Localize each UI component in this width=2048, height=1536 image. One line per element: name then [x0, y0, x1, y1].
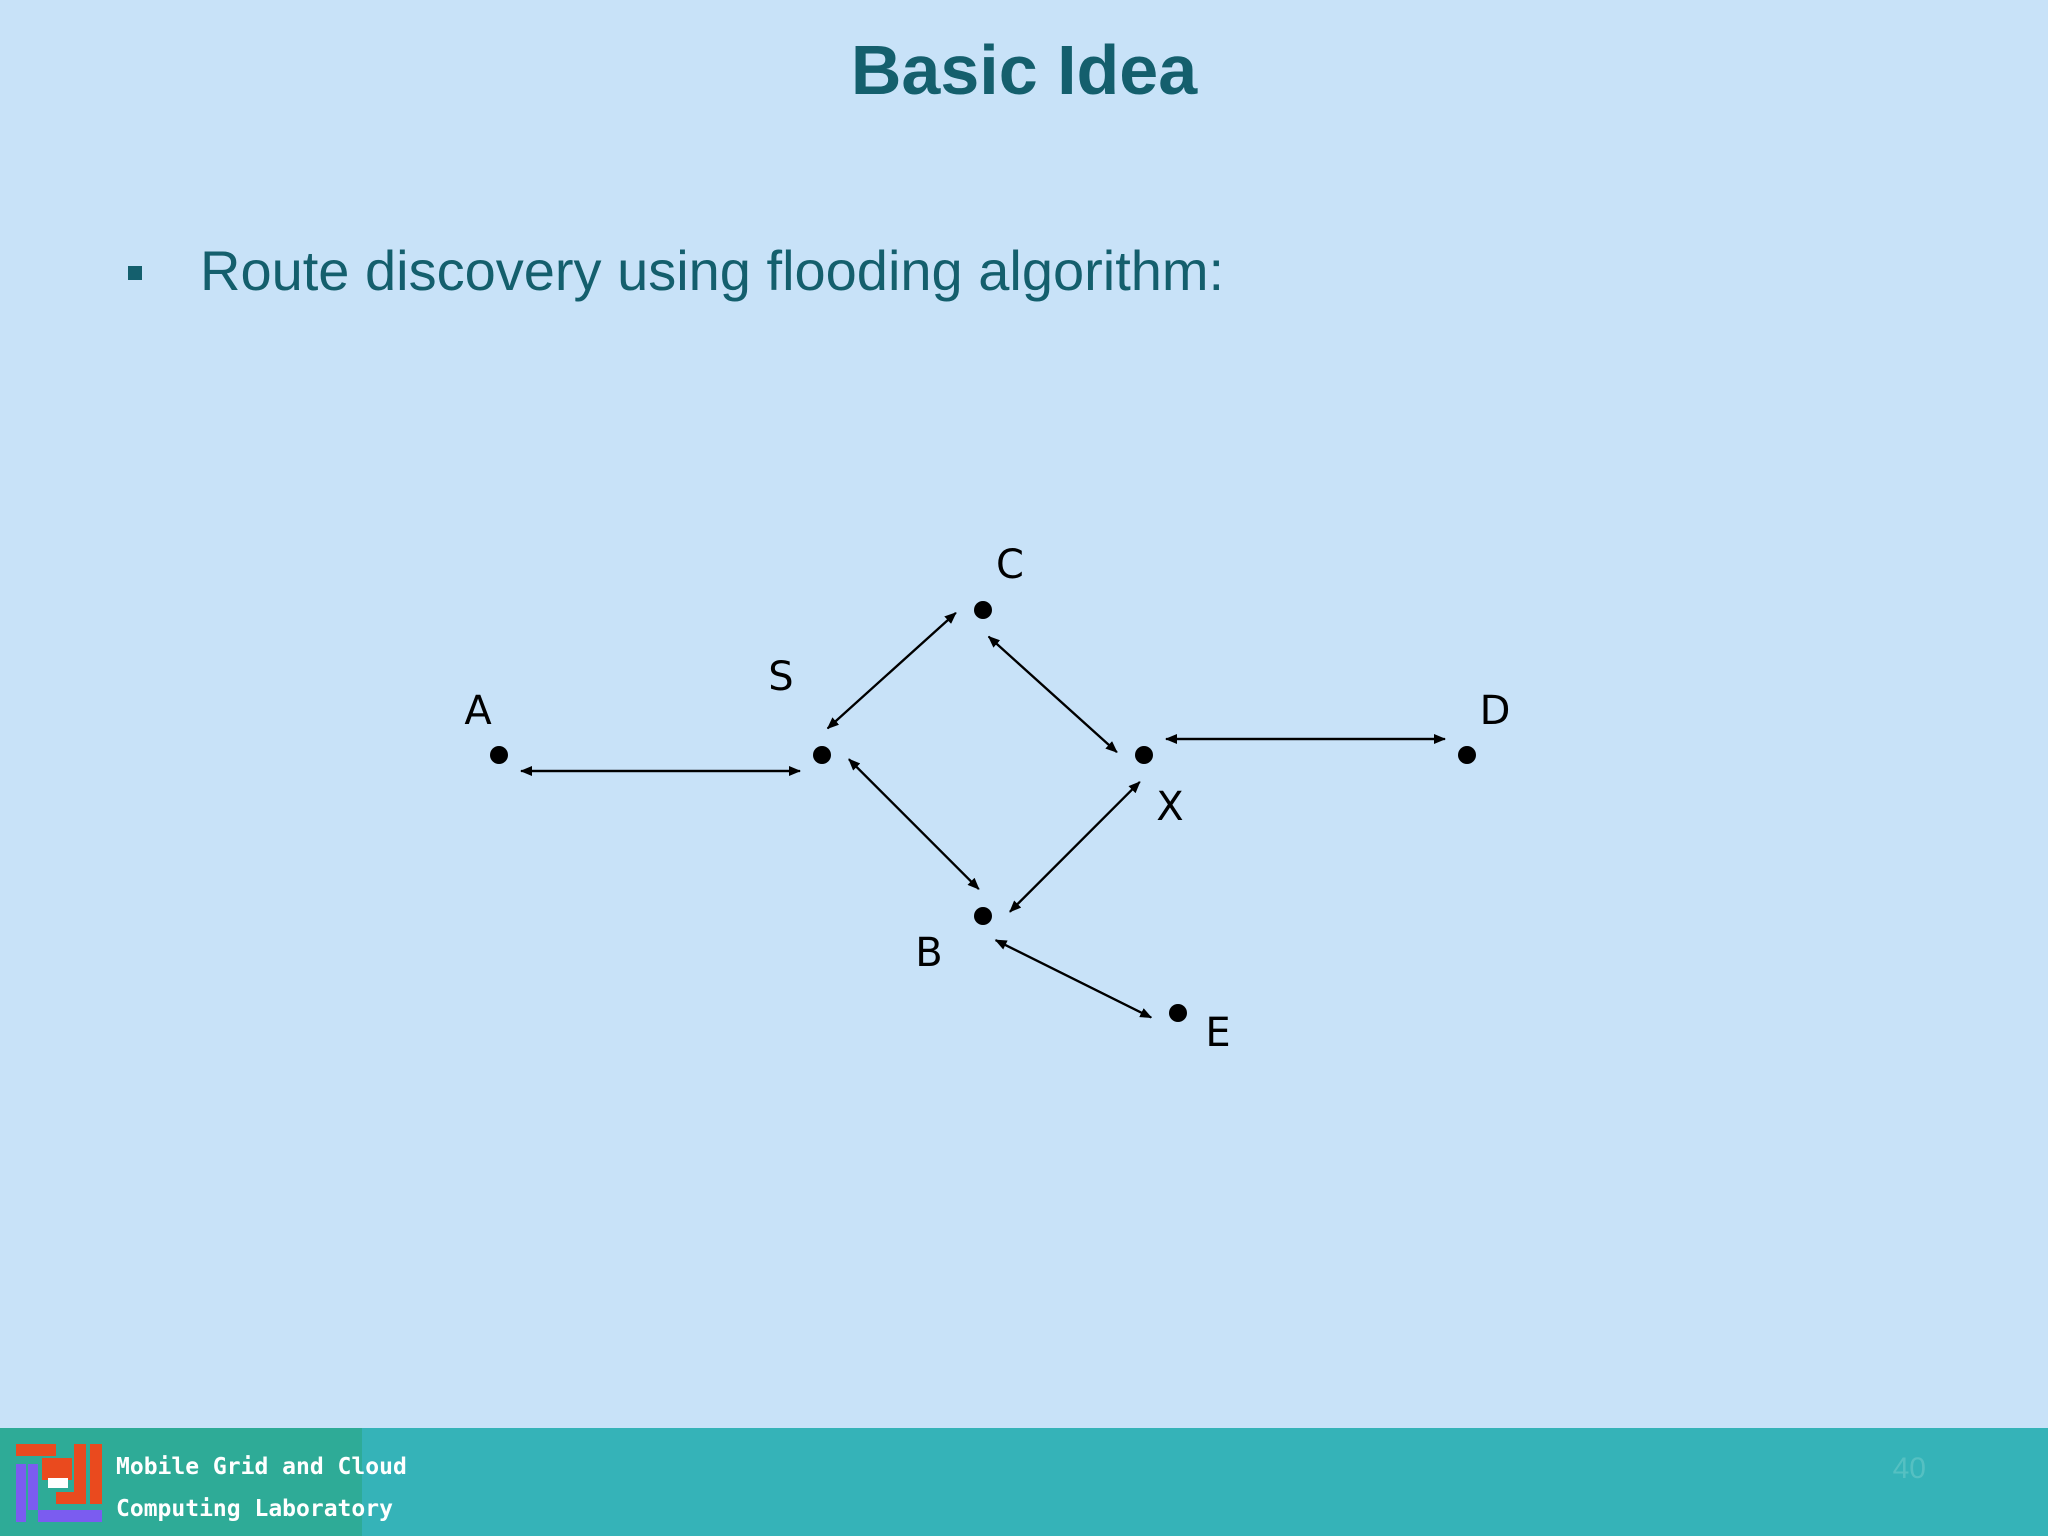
footer-bar: Mobile Grid and Cloud Computing Laborato…	[0, 1428, 2048, 1536]
edge-e-to-b-arrow	[994, 939, 1147, 1016]
edge-s-to-b-arrow	[852, 762, 980, 890]
flooding-diagram: A S C X D B E	[464, 542, 1510, 1056]
edge-s-to-c-arrow	[831, 611, 957, 726]
slide-title: Basic Idea	[850, 31, 1198, 109]
node-b-dot	[974, 907, 992, 925]
node-x-dot	[1135, 746, 1153, 764]
node-c-dot	[974, 601, 992, 619]
bullet-text: Route discovery using flooding algorithm…	[200, 239, 1225, 302]
square-bullet-icon	[128, 265, 142, 280]
lab-logo-icon	[16, 1444, 102, 1522]
node-e-dot	[1169, 1004, 1187, 1022]
edges-layer	[520, 611, 1446, 1019]
node-s-label: S	[768, 654, 793, 700]
nodes-layer: A S C X D B E	[464, 542, 1510, 1056]
node-c-label: C	[996, 542, 1024, 588]
lab-brand: Mobile Grid and Cloud Computing Laborato…	[0, 1428, 407, 1536]
edge-b-to-x-arrow	[1013, 781, 1141, 909]
node-s-dot	[813, 746, 831, 764]
page-number: 40	[1892, 1452, 1926, 1485]
node-d-label: D	[1480, 688, 1511, 734]
node-a-label: A	[464, 688, 492, 734]
node-b-label: B	[915, 930, 942, 976]
node-x-label: X	[1156, 784, 1183, 830]
bullet-item: Route discovery using flooding algorithm…	[128, 238, 1224, 303]
node-a-dot	[490, 746, 508, 764]
lab-name-line1: Mobile Grid and Cloud	[116, 1454, 407, 1480]
edge-c-to-x-arrow	[992, 639, 1118, 754]
lab-name: Mobile Grid and Cloud Computing Laborato…	[116, 1446, 407, 1530]
node-d-dot	[1458, 746, 1476, 764]
lab-name-line2: Computing Laboratory	[116, 1496, 393, 1522]
node-e-label: E	[1205, 1010, 1230, 1056]
